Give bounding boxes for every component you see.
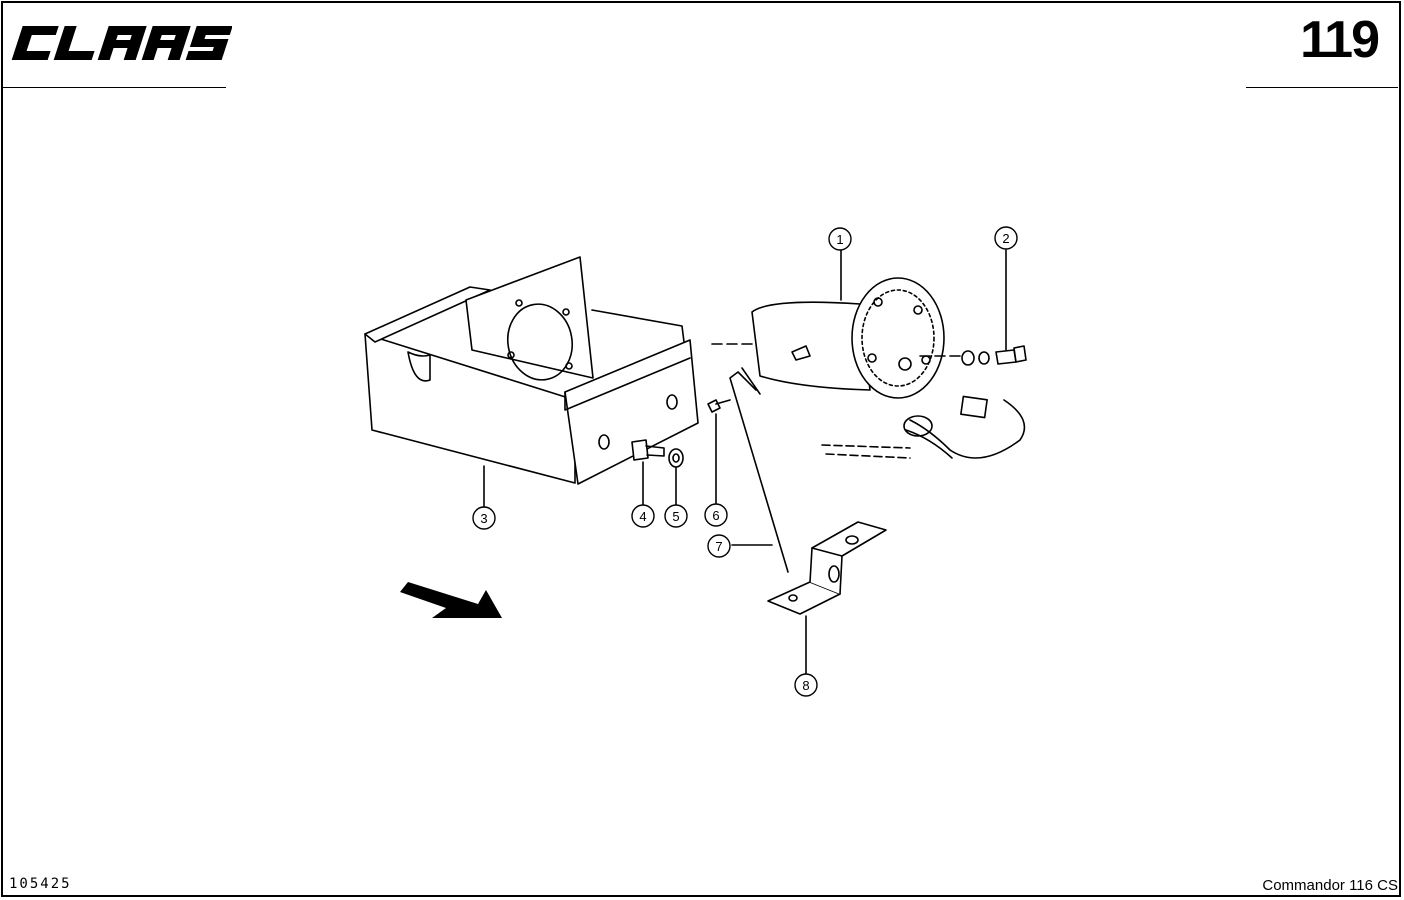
callout-number: 2 xyxy=(1002,231,1009,246)
callout-circle xyxy=(664,504,688,528)
part-shield-box xyxy=(364,256,699,509)
callout-2: 2 xyxy=(994,226,1018,250)
part-small-screw xyxy=(707,399,731,505)
callout-circle xyxy=(828,227,852,251)
part-bolt xyxy=(631,439,665,507)
callout-number: 1 xyxy=(836,232,843,247)
callout-number: 5 xyxy=(672,509,679,524)
callout-3: 3 xyxy=(472,506,496,530)
callout-4: 4 xyxy=(631,504,655,528)
callout-circle xyxy=(704,503,728,527)
callout-circle xyxy=(472,506,496,530)
claas-logo xyxy=(11,26,232,60)
callout-circle xyxy=(707,534,731,558)
callout-number: 6 xyxy=(712,508,719,523)
part-sensor-housing xyxy=(711,249,1026,459)
page-number: 119 xyxy=(1300,11,1380,69)
travel-direction-arrow xyxy=(400,582,502,618)
header-rule-right xyxy=(1246,87,1398,88)
part-rod xyxy=(729,367,789,573)
callout-circle xyxy=(994,226,1018,250)
callout-number: 7 xyxy=(715,539,722,554)
model-name: Commandor 116 CS xyxy=(1262,877,1398,894)
callout-5: 5 xyxy=(664,504,688,528)
callout-number: 3 xyxy=(480,511,487,526)
header-rule-left xyxy=(2,87,226,88)
callout-6: 6 xyxy=(704,503,728,527)
callout-8: 8 xyxy=(794,673,818,697)
drawing-id: 105425 xyxy=(9,876,72,892)
callout-7: 7 xyxy=(707,534,731,558)
part-screw-set xyxy=(961,249,1027,366)
callout-number: 4 xyxy=(639,509,646,524)
callout-1: 1 xyxy=(828,227,852,251)
part-washer xyxy=(668,448,684,507)
callout-circle xyxy=(631,504,655,528)
callout-circle xyxy=(794,673,818,697)
callout-number: 8 xyxy=(802,678,809,693)
part-bracket xyxy=(767,521,887,675)
